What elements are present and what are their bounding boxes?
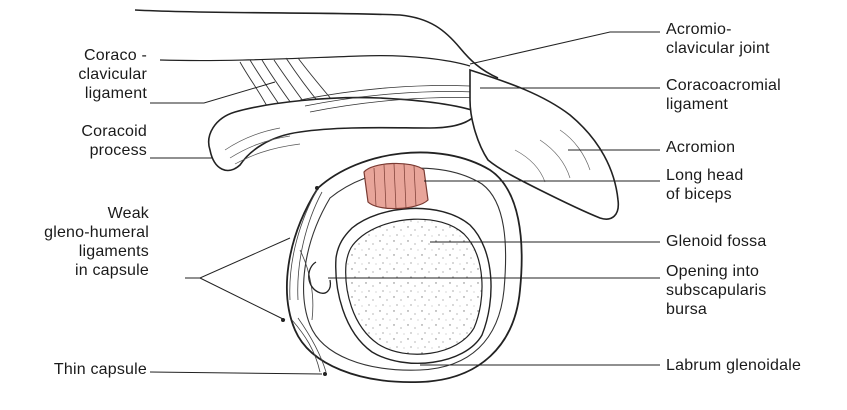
label-line: clavicular joint [666, 39, 770, 58]
clavicle-outline [135, 10, 498, 78]
label-acromion: Acromion [666, 138, 735, 157]
label-line: ligament [666, 95, 781, 114]
label-long-head-of-biceps: Long head of biceps [666, 166, 743, 204]
label-line: Long head [666, 166, 743, 185]
leader-coracoclavicular [150, 82, 275, 103]
label-line: Coracoid [81, 122, 147, 141]
label-line: Opening into [666, 262, 766, 281]
leader-gleno-upper [185, 238, 290, 278]
label-line: subscapularis [666, 281, 766, 300]
label-line: process [81, 141, 147, 160]
label-opening-into-subscapularis-bursa: Opening into subscapularis bursa [666, 262, 766, 319]
label-acromioclavicular-joint: Acromio- clavicular joint [666, 20, 770, 58]
label-glenoid-fossa: Glenoid fossa [666, 232, 766, 251]
label-line: Thin capsule [54, 360, 147, 379]
label-line: bursa [666, 300, 766, 319]
label-line: Acromio- [666, 20, 770, 39]
label-line: Acromion [666, 138, 735, 157]
label-line: of biceps [666, 185, 743, 204]
label-line: Coraco - [78, 46, 147, 65]
label-line: Labrum glenoidale [666, 356, 801, 375]
label-weak-glenohumeral-ligaments: Weak gleno-humeral ligaments in capsule [44, 204, 149, 280]
leader-acromioclavicular [470, 32, 660, 64]
label-coracoclavicular-ligament: Coraco - clavicular ligament [78, 46, 147, 103]
label-thin-capsule: Thin capsule [54, 360, 147, 379]
label-coracoid-process: Coracoid process [81, 122, 147, 160]
leader-gleno-lower [200, 278, 285, 320]
label-labrum-glenoidale: Labrum glenoidale [666, 356, 801, 375]
label-coracoacromial-ligament: Coracoacromial ligament [666, 76, 781, 114]
label-line: clavicular [78, 65, 147, 84]
label-line: in capsule [44, 261, 149, 280]
label-line: Coracoacromial [666, 76, 781, 95]
label-line: ligaments [44, 242, 149, 261]
label-line: Glenoid fossa [666, 232, 766, 251]
glenoid-fossa [346, 219, 482, 354]
label-line: gleno-humeral [44, 223, 149, 242]
leader-thin-capsule [150, 372, 322, 374]
long-head-of-biceps [364, 163, 428, 209]
label-line: Weak [44, 204, 149, 223]
label-line: ligament [78, 84, 147, 103]
clavicle-lower-edge [160, 56, 470, 66]
